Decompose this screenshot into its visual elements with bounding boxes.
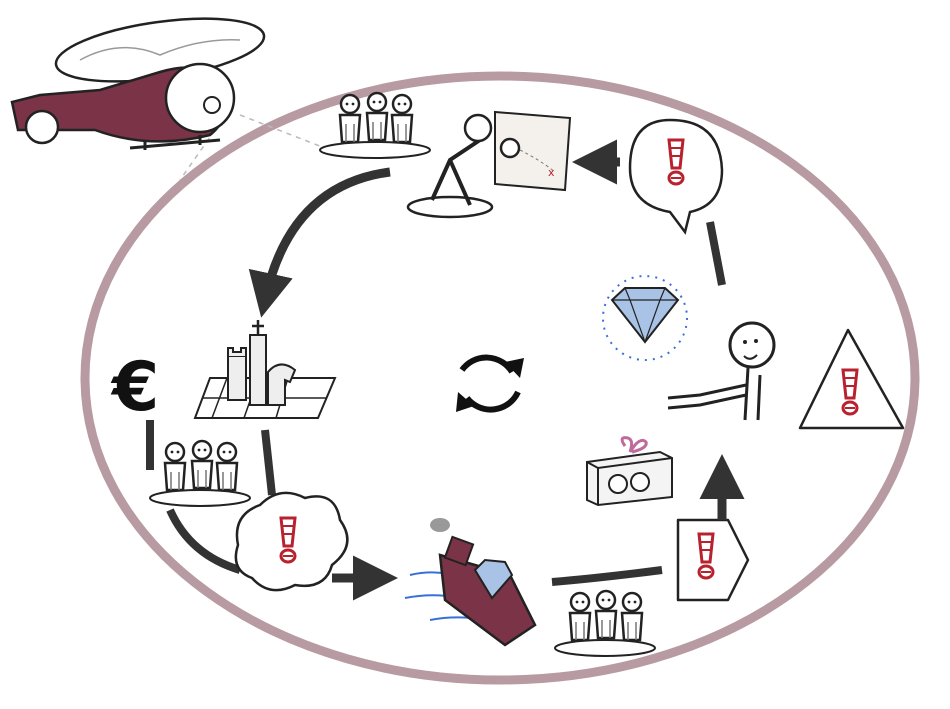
cycle-ellipse (80, 71, 920, 685)
exclamation-speech-bubble-icon (628, 118, 724, 235)
diamond-icon (602, 275, 688, 361)
connector-ship-team (551, 566, 663, 586)
exclamation-cloud-icon (234, 491, 349, 592)
connector-bubble-person (706, 221, 726, 286)
euro-icon: € (110, 348, 159, 427)
helicopter-icon (10, 17, 266, 150)
connector-team-cloud (166, 508, 242, 574)
team-bottom-icon (554, 589, 656, 657)
arrow-to-chess (248, 167, 391, 318)
team-top-icon (319, 91, 431, 159)
svg-text:x: x (548, 166, 555, 179)
chess-board-icon (193, 320, 337, 419)
connector-chess-cloud (261, 429, 276, 496)
gift-box-gears-icon (586, 436, 673, 507)
refresh-icon (456, 354, 524, 413)
warning-triangle-icon (798, 328, 905, 430)
person-with-diamond-icon (667, 321, 776, 421)
exclamation-tag-icon (676, 518, 750, 602)
explorer-with-map-icon: x (406, 110, 572, 219)
cargo-ship-with-diamond-icon (404, 518, 537, 647)
team-left-icon (149, 439, 251, 507)
helicopter-sightline (179, 114, 331, 181)
